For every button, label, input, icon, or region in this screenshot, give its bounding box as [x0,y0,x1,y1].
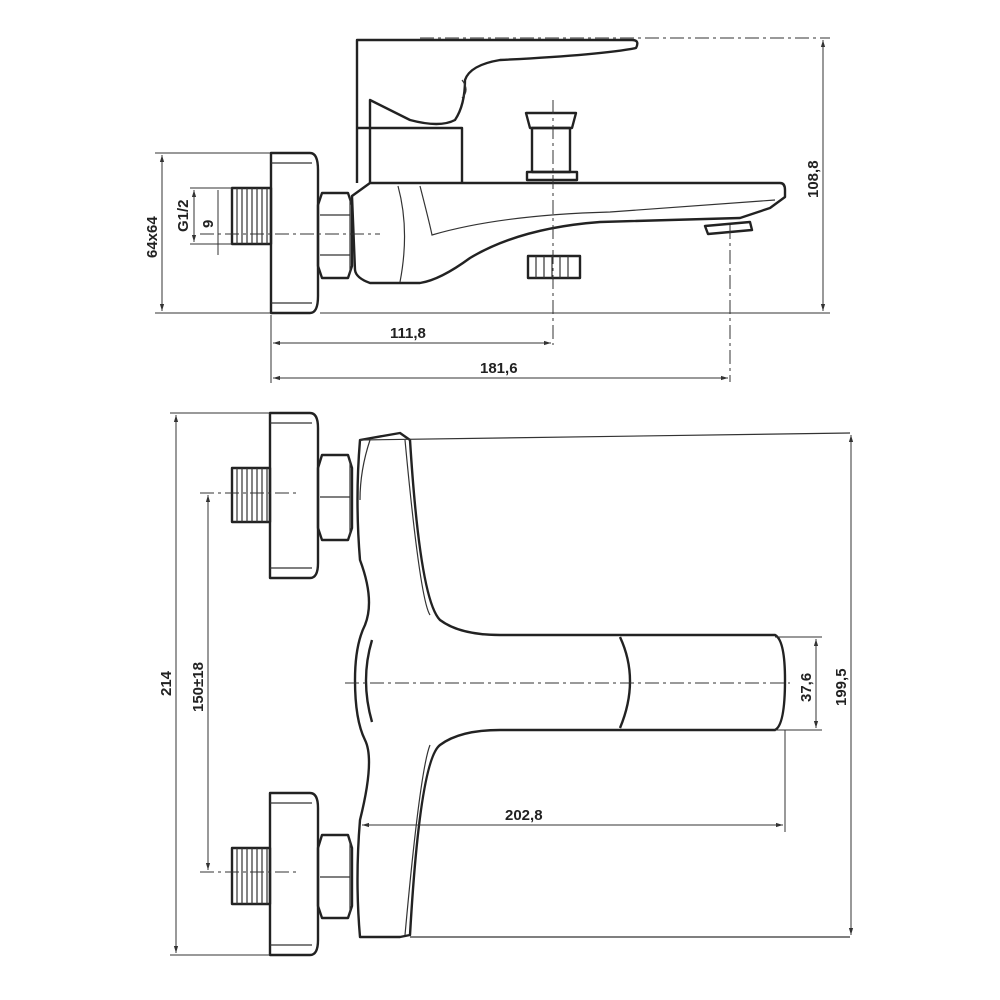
lever-width-label: 37,6 [798,673,815,702]
inlet-spacing-label: 150±18 [190,662,207,712]
thread-connector-top [230,466,272,524]
diverter-knob [524,111,579,182]
mixer-body [350,181,787,285]
outlet-distance-label: 111,8 [390,325,426,342]
side-view: 64x64 G1/2 9 111,8 181,6 108,8 [144,37,830,383]
escutcheon-bottom [268,791,320,957]
total-width-label: 214 [158,670,175,696]
body-width-label: 199,5 [833,668,850,706]
escutcheon [269,151,320,315]
hex-nut-bottom [316,833,354,920]
hex-nut [316,191,354,280]
thread-connector-bottom [230,846,272,906]
mixer-body-plan [353,431,787,939]
escutcheon-size-label: 64x64 [144,216,161,258]
lever-length-label: 202,8 [505,807,543,824]
plan-view: 214 150±18 37,6 199,5 202,8 [158,411,854,957]
lever-plan [364,636,632,729]
hex-nut-top [316,453,354,542]
escutcheon-top [268,411,320,580]
thread-depth-label: 9 [200,220,217,228]
hose-connector [526,254,582,280]
lever-handle [355,38,639,183]
spout-outlet [703,220,754,236]
height-label: 108,8 [805,160,822,198]
thread-connector [230,186,273,246]
spout-reach-label: 181,6 [480,360,518,377]
thread-size-label: G1/2 [175,199,192,232]
